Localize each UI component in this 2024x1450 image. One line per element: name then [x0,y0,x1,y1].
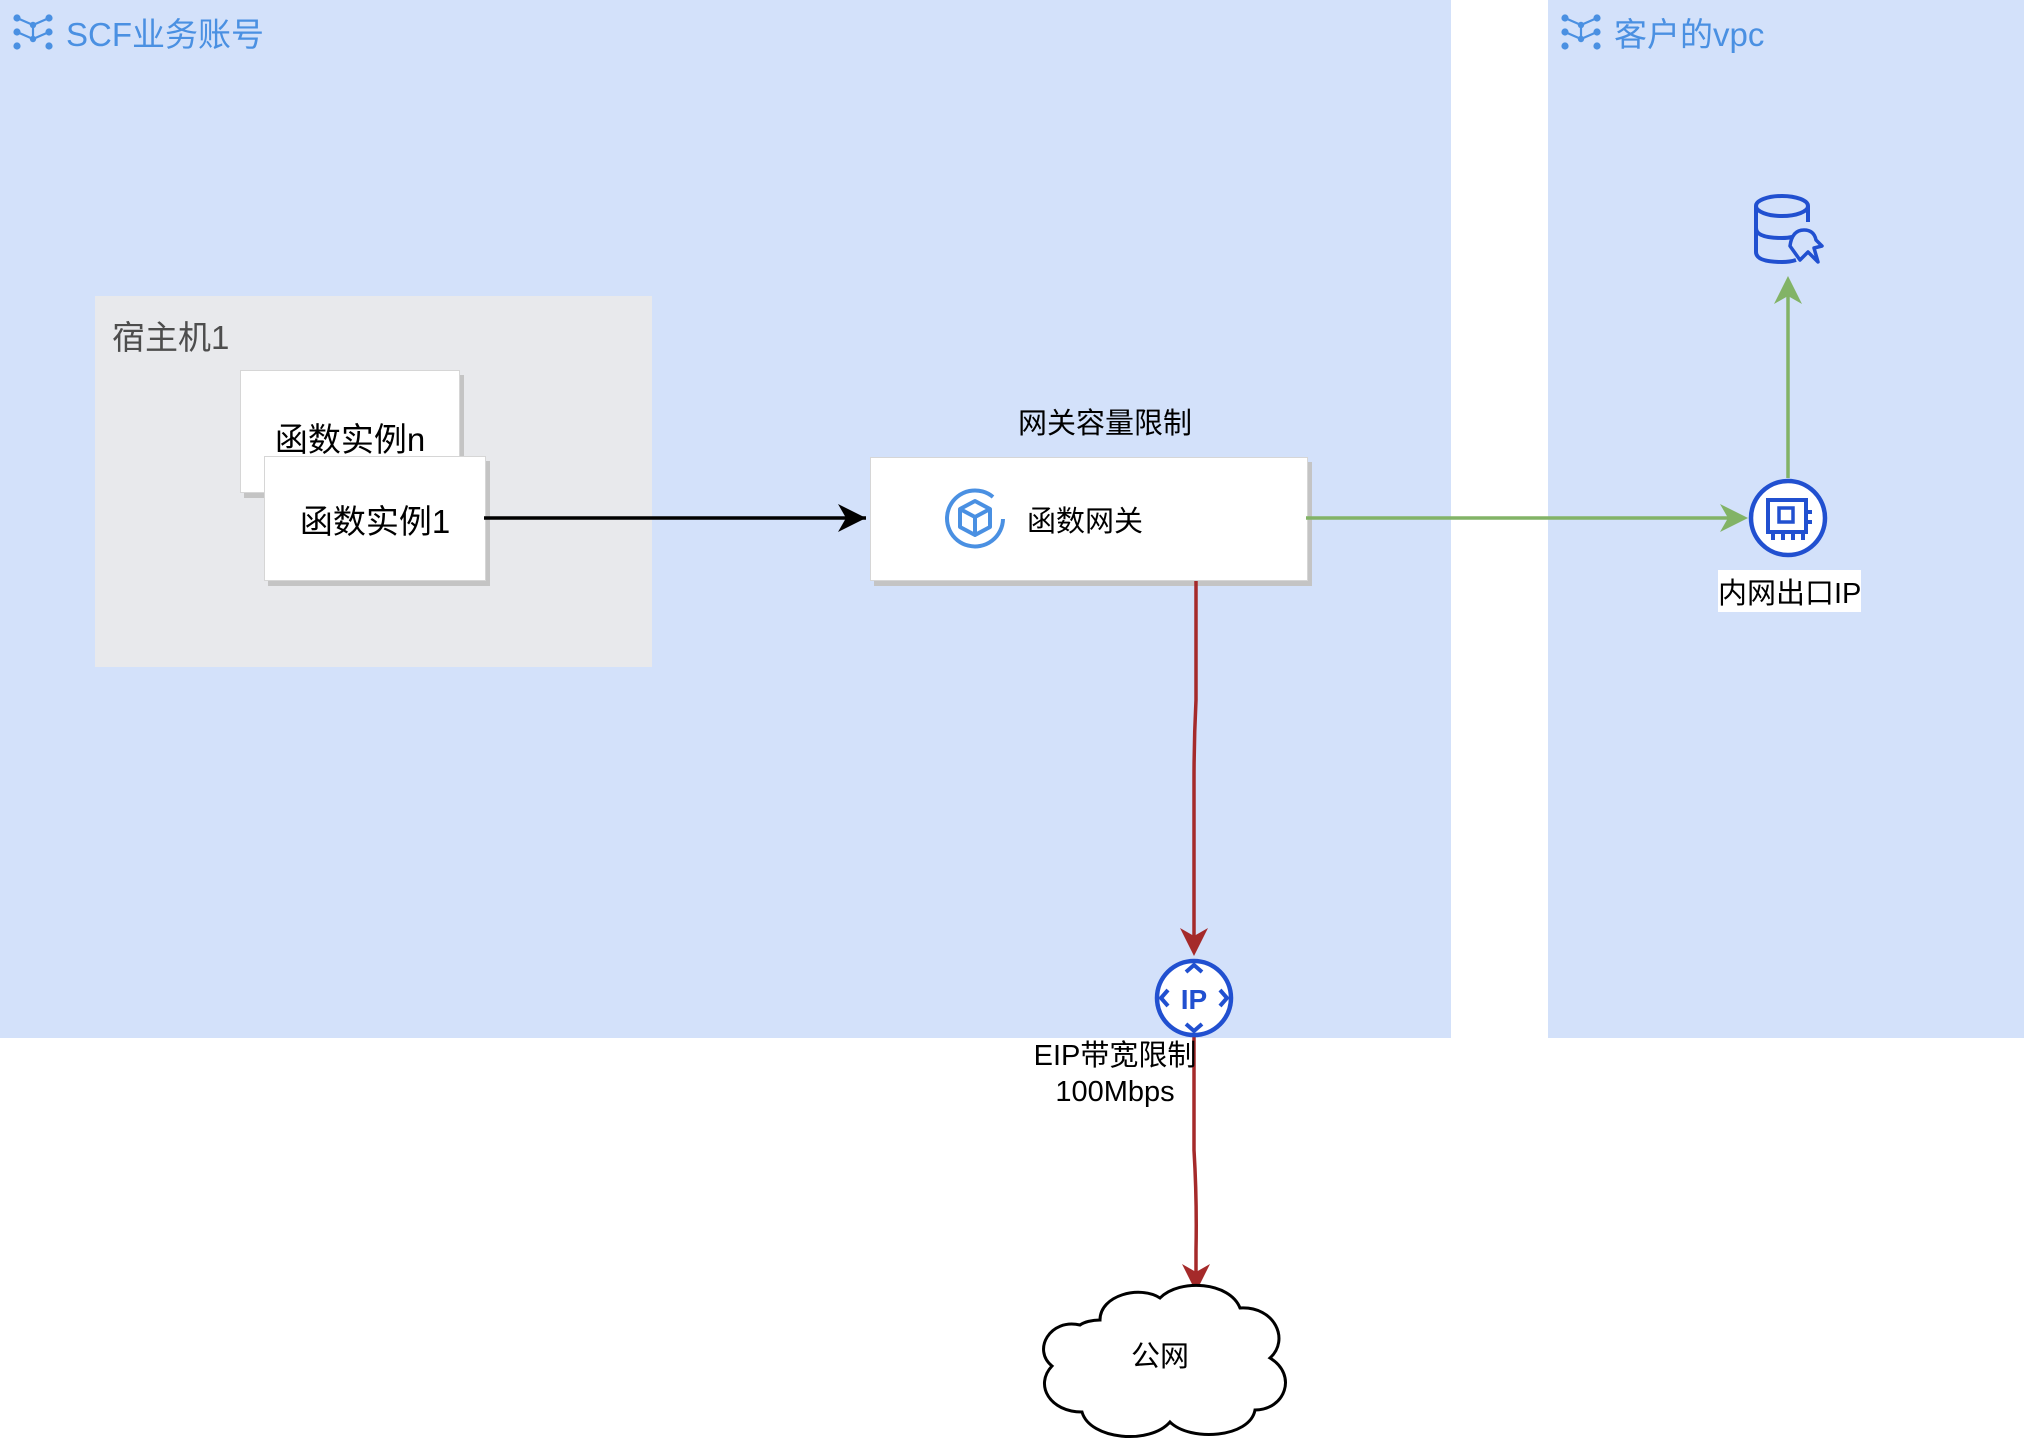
gateway-icon [945,488,1005,549]
eip-to-public-net-arrow [1182,1036,1210,1292]
gateway-capacity-caption: 网关容量限制 [1018,408,1193,440]
private-ip-to-database-arrow [1774,276,1802,478]
private-egress-icon [1748,478,1828,558]
vpc-icon [13,14,53,50]
eip-bandwidth-line1: EIP带宽限制 [1033,1040,1197,1072]
function-instance-n-label: 函数实例n [274,421,426,458]
svg-text:IP: IP [1181,984,1207,1015]
customer-vpc-title-text: 客户的vpc [1614,16,1765,53]
function-gateway[interactable]: 函数网关 [870,457,1308,581]
eip-icon: IP [1154,958,1234,1038]
gateway-to-private-ip-arrow [1306,504,1748,532]
scf-account-title-text: SCF业务账号 [66,16,264,53]
host-machine-title: 宿主机1 [112,319,230,356]
function-instance-1[interactable]: 函数实例1 [264,456,486,581]
eip-bandwidth-label: EIP带宽限制 100Mbps [1030,1038,1200,1110]
function-gateway-label: 函数网关 [1027,506,1144,538]
instance-to-gateway-arrow [484,504,866,532]
eip-bandwidth-line2: 100Mbps [1055,1076,1175,1108]
customer-vpc-title: 客户的vpc [1560,8,1764,56]
database-icon [1754,194,1824,265]
gateway-to-eip-arrow [1180,581,1208,956]
public-net-cloud-icon [1042,1283,1287,1438]
function-instance-1-label: 函数实例1 [299,502,451,540]
private-egress-label: 内网出口IP [1718,570,1862,612]
scf-account-title: SCF业务账号 [12,8,264,56]
public-net-label: 公网 [1131,1341,1190,1373]
vpc-icon [1561,14,1601,50]
